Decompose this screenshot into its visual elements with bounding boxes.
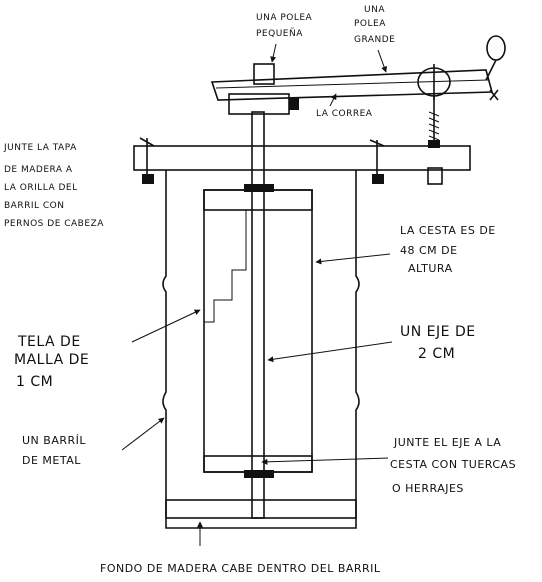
mesh-note: TELA DE MALLA DE 1 CM xyxy=(14,334,94,390)
lid-bolts xyxy=(139,137,385,184)
small-pulley-label: UNA POLEA PEQUEÑA xyxy=(256,13,316,39)
metal-barrel xyxy=(162,170,360,529)
axle-nut-bottom xyxy=(244,470,274,478)
pulley-assembly xyxy=(210,35,506,185)
wire-mesh xyxy=(203,209,247,323)
large-pulley-label: UNA POLEA GRANDE xyxy=(354,5,395,45)
set-screw xyxy=(289,98,299,110)
axle-nut-top xyxy=(244,184,274,192)
barrel-note: UN BARRÍL DE METAL xyxy=(22,434,90,467)
leader-lines xyxy=(121,43,393,546)
basket-top-plate xyxy=(203,189,313,211)
axle-note: UN EJE DE 2 CM xyxy=(400,324,481,362)
belt-label: LA CORREA xyxy=(316,109,373,119)
axle xyxy=(251,111,265,519)
basket-bottom-plate xyxy=(203,455,313,473)
joint-note: JUNTE EL EJE A LA CESTA CON TUERCAS O HE… xyxy=(390,436,520,495)
basket-height-note: LA CESTA ES DE 48 CM DE ALTURA xyxy=(400,224,500,275)
bottom-caption: FONDO DE MADERA CABE DENTRO DEL BARRIL xyxy=(100,562,381,575)
lid-note: JUNTE LA TAPA DE MADERA A LA ORILLA DEL … xyxy=(3,143,104,229)
bolt-right xyxy=(369,139,385,178)
wooden-lid xyxy=(133,145,471,171)
wooden-bottom xyxy=(165,499,357,519)
bolt-left xyxy=(139,137,155,178)
crank-handle xyxy=(486,35,506,61)
small-pulley-boss xyxy=(253,63,275,85)
crank-arm xyxy=(485,59,497,81)
small-pulley xyxy=(228,93,290,115)
basket xyxy=(203,189,313,473)
